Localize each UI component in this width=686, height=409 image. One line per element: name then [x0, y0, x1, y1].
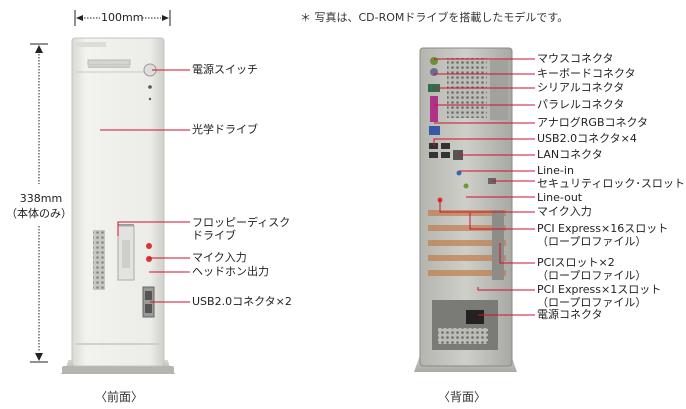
back-label-mic-input: マイク入力	[537, 205, 592, 218]
height-dimension-label: 338mm	[19, 192, 63, 205]
front-caption: 〈前面〉	[95, 390, 144, 404]
front-label-power-switch: 電源スイッチ	[192, 63, 258, 76]
front-leaders	[100, 69, 190, 303]
back-label-analog-rgb-connector: アナログRGBコネクタ	[537, 116, 649, 129]
back-tower	[414, 47, 517, 372]
back-label-serial-connector: シリアルコネクタ	[537, 81, 625, 94]
back-caption: 〈背面〉	[438, 390, 487, 404]
back-label-mouse-connector: マウスコネクタ	[537, 52, 614, 65]
front-label-floppy-drive: フロッピーディスク ドライブ	[192, 216, 291, 242]
back-label-lan-connector: LANコネクタ	[537, 148, 603, 161]
height-dimension	[30, 43, 48, 363]
height-dimension-note: （本体のみ）	[6, 207, 72, 220]
front-label-optical-drive: 光学ドライブ	[192, 123, 258, 136]
photo-note: ＊ 写真は、CD-ROMドライブを搭載したモデルです。	[300, 11, 569, 24]
front-label-headphone-output: ヘッドホン出力	[192, 265, 269, 278]
back-label-parallel-connector: パラレルコネクタ	[537, 98, 625, 111]
width-dimension-label: 100mm	[101, 11, 144, 24]
back-label-pci-express-x16: PCI Express×16スロット （ロープロファイル）	[537, 222, 669, 248]
front-tower	[60, 37, 176, 374]
back-label-keyboard-connector: キーボードコネクタ	[537, 67, 636, 80]
back-label-line-in: Line-in	[537, 164, 574, 177]
back-label-line-out: Line-out	[537, 191, 583, 204]
back-label-security-lock-slot: セキュリティロック･スロット	[537, 177, 685, 190]
front-label-mic-input: マイク入力	[192, 251, 247, 264]
back-label-pci-express-x1: PCI Express×1スロット （ロープロファイル）	[537, 283, 662, 309]
back-leaders	[433, 58, 535, 316]
width-dimension	[74, 10, 171, 26]
front-label-usb-x2: USB2.0コネクタ×2	[192, 295, 292, 308]
back-label-usb-x4: USB2.0コネクタ×4	[537, 132, 637, 145]
back-label-pci-slot-x2: PCIスロット×2 （ロープロファイル）	[537, 256, 647, 282]
back-label-power-connector: 電源コネクタ	[537, 308, 603, 321]
